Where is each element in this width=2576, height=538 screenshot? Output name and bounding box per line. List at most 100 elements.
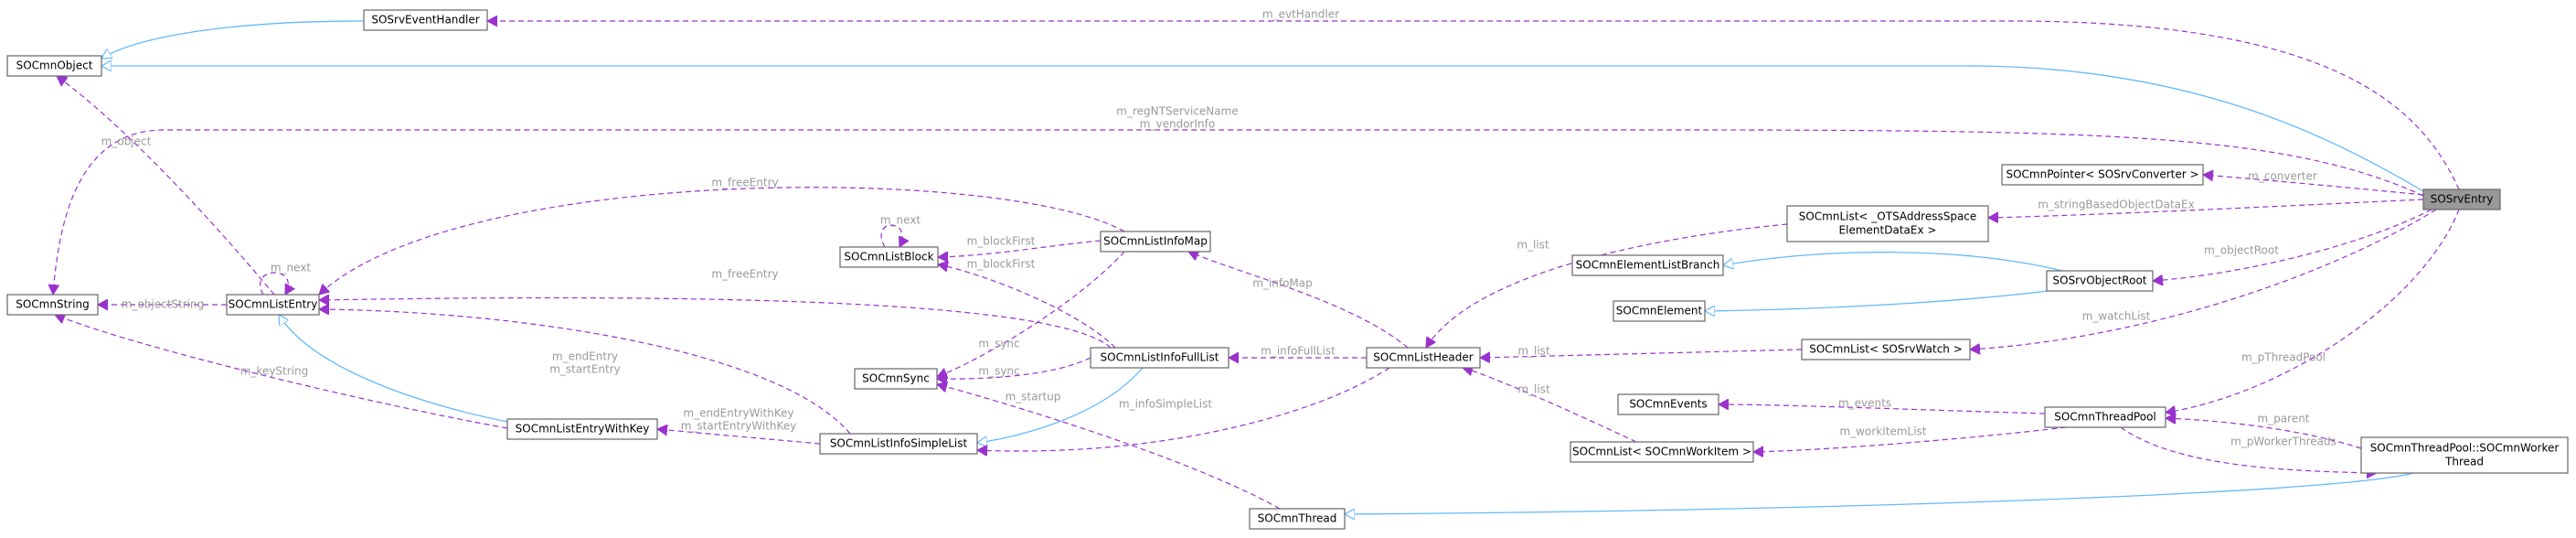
class-node-listBlock[interactable]: SOCmnListBlock: [839, 246, 939, 268]
class-node-element[interactable]: SOCmnElement: [1613, 300, 1706, 322]
usage-edge-listEntry-to-object: [57, 76, 275, 296]
usage-edge-listInfoFullList-to-sync: [937, 357, 1091, 379]
class-name: SOCmnListInfoSimpleList: [830, 437, 968, 450]
class-box: [6, 55, 102, 77]
edge-label: m_stringBasedObjectDataEx: [2038, 199, 2194, 211]
edge-label: m_freeEntry: [711, 268, 778, 281]
class-name: SOCmnEvents: [1629, 398, 1707, 411]
class-name: Thread: [2444, 456, 2484, 468]
edge-label: m_evtHandler: [1262, 8, 1339, 21]
class-node-listEntryWithKey[interactable]: SOCmnListEntryWithKey: [506, 418, 658, 440]
class-name: SOSrvEntry: [2431, 193, 2494, 206]
class-name: SOCmnList< _OTSAddressSpace: [1799, 210, 1977, 223]
edge-label: m_vendorInfo: [1140, 118, 1215, 131]
usage-edge-listWorkItem-to-listHeader: [1463, 368, 1637, 443]
edge-label: m_freeEntry: [711, 177, 778, 189]
class-box: [1100, 231, 1211, 253]
edge-label: m_objectRoot: [2204, 244, 2279, 257]
usage-edge-listHeader-to-listInfoMap: [1188, 252, 1409, 349]
class-name: SOCmnObject: [16, 59, 93, 72]
edge-label: m_sync: [978, 338, 1019, 350]
class-node-listOTS[interactable]: SOCmnList< _OTSAddressSpaceElementDataEx…: [1786, 205, 1989, 242]
class-node-string[interactable]: SOCmnString: [6, 294, 99, 316]
class-box: [1786, 205, 1989, 242]
edge-label: m_endEntryWithKey: [683, 407, 793, 420]
edge-label: m_endEntry: [552, 350, 618, 363]
usage-edge-entry-to-listWatch: [1970, 209, 2437, 350]
class-node-listHeader[interactable]: SOCmnListHeader: [1366, 347, 1481, 369]
usage-edge-entry-to-string: [53, 129, 2424, 295]
edge-label: m_list: [1517, 345, 1550, 358]
inheritance-edge-objectRoot-to-element: [1705, 288, 2063, 311]
class-name: SOCmnSync: [862, 372, 930, 385]
class-node-objectRoot[interactable]: SOSrvObjectRoot: [2046, 270, 2154, 292]
class-name: SOCmnList< SOSrvWatch >: [1809, 343, 1963, 356]
class-node-listWatch[interactable]: SOCmnList< SOSrvWatch >: [1801, 339, 1971, 360]
class-node-threadPool[interactable]: SOCmnThreadPool: [2044, 406, 2166, 428]
class-node-sync[interactable]: SOCmnSync: [854, 368, 938, 390]
class-node-eventHandler[interactable]: SOSrvEventHandler: [363, 9, 488, 31]
class-node-listInfoMap[interactable]: SOCmnListInfoMap: [1100, 231, 1211, 253]
usage-edge-entry-to-threadPool: [2166, 209, 2460, 413]
edge-label: m_keyString: [240, 365, 309, 378]
class-name: SOCmnListInfoFullList: [1101, 351, 1219, 364]
class-node-listInfoFullList[interactable]: SOCmnListInfoFullList: [1090, 347, 1229, 369]
class-name: SOCmnElement: [1616, 305, 1703, 317]
class-node-thread[interactable]: SOCmnThread: [1249, 508, 1346, 530]
edge-label: m_objectString: [122, 298, 204, 311]
class-box: [1613, 300, 1706, 322]
inheritance-edge-listEntryWithKey-to-listEntry: [279, 315, 513, 424]
inheritance-edge-worker-to-thread: [1345, 472, 2414, 514]
usage-edge-listBlock-to-listBlock: [880, 224, 902, 247]
class-box: [819, 433, 978, 455]
class-name: ElementDataEx >: [1839, 224, 1937, 237]
usage-edge-listInfoMap-to-sync: [937, 251, 1125, 377]
class-name: SOCmnString: [16, 298, 90, 311]
class-box: [1366, 347, 1481, 369]
edge-label: m_infoFullList: [1261, 345, 1336, 358]
class-box: [2046, 270, 2154, 292]
edge-label: m_watchList: [2082, 310, 2151, 323]
edge-label: m_events: [1838, 397, 1891, 410]
class-box: [1090, 347, 1229, 369]
class-name: SOCmnPointer< SOSrvConverter >: [2006, 168, 2198, 181]
class-box: [2044, 406, 2166, 428]
edge-label: m_workItemList: [1839, 425, 1926, 438]
edge-label: m_converter: [2248, 170, 2317, 183]
usage-edge-listEntryWithKey-to-string: [55, 315, 508, 429]
class-node-listEntry[interactable]: SOCmnListEntry: [226, 294, 320, 316]
edge-label: m_pThreadPool: [2241, 351, 2326, 364]
usage-edge-listHeader-to-listInfoSimpleList: [977, 367, 1390, 451]
edge-label: m_list: [1517, 383, 1550, 396]
class-name: SOCmnElementListBranch: [1576, 259, 1720, 272]
edge-label: m_startEntry: [549, 363, 621, 376]
class-name: SOCmnListInfoMap: [1103, 235, 1208, 248]
class-node-listWorkItem[interactable]: SOCmnList< SOCmnWorkItem >: [1570, 441, 1754, 463]
class-node-entry[interactable]: SOSrvEntry: [2422, 188, 2501, 210]
class-node-events[interactable]: SOCmnEvents: [1617, 393, 1719, 415]
class-node-pointerConverter[interactable]: SOCmnPointer< SOSrvConverter >: [2001, 164, 2204, 186]
edge-label: m_regNTServiceName: [1116, 105, 1238, 118]
class-name: SOCmnThread: [1258, 512, 1337, 525]
edge-label: m_parent: [2257, 413, 2309, 425]
usage-edge-listInfoFullList-to-listEntry: [319, 298, 1112, 349]
inheritance-edge-listInfoFullList-to-listInfoSimpleList: [977, 367, 1144, 443]
class-node-object[interactable]: SOCmnObject: [6, 55, 102, 77]
class-box: [1249, 508, 1346, 530]
class-box: [506, 418, 658, 440]
class-box: [6, 294, 99, 316]
class-node-listInfoSimpleList[interactable]: SOCmnListInfoSimpleList: [819, 433, 978, 455]
class-box: [1571, 254, 1724, 276]
class-box: [2001, 164, 2204, 186]
edge-label: m_list: [1517, 239, 1549, 252]
class-name: SOCmnThreadPool::SOCmnWorker: [2370, 442, 2560, 455]
class-box: [2422, 188, 2501, 210]
usage-edge-listInfoFullList-to-listBlock: [938, 264, 1116, 349]
edge-label: m_blockFirst: [967, 235, 1036, 248]
usage-edge-entry-to-listOTS: [1988, 199, 2424, 218]
edge-label: m_startup: [1006, 391, 1061, 404]
class-node-elementListBranch[interactable]: SOCmnElementListBranch: [1571, 254, 1724, 276]
class-name: SOCmnList< SOCmnWorkItem >: [1572, 446, 1751, 458]
